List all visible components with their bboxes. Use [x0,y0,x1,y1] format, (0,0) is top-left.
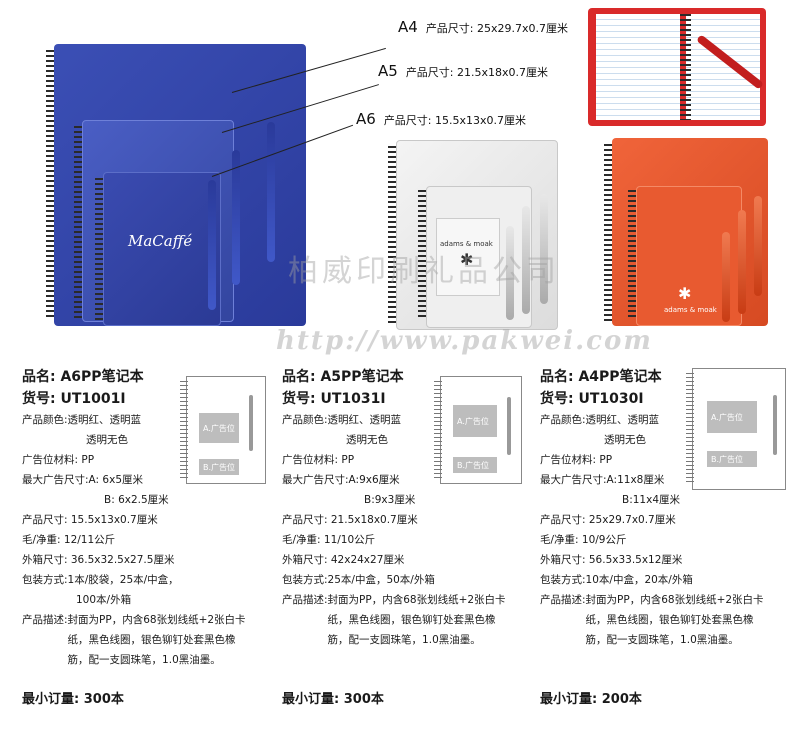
spec-color-cont: 透明无色 [86,434,128,446]
spec-carton: 外箱尺寸: 36.5x32.5x27.5厘米 [22,554,175,566]
spec-color-cont: 透明无色 [604,434,646,446]
spiral-binding [418,190,429,320]
product-name: 品名: A4PP笔记本 [540,369,662,385]
spec-carton: 外箱尺寸: 56.5x33.5x12厘米 [540,554,683,566]
pen-icon [506,226,514,320]
spec-description: 产品描述: 封面为PP，内含68张划线纸+2张白卡纸，黑色线圈，银色铆钉处套黑色… [540,594,764,646]
pen-icon [232,150,240,285]
product-card: 品名: A4PP笔记本 货号: UT1030I 产品颜色: 透明红、透明蓝 透明… [540,366,790,650]
spec-material: 广告位材料: PP [540,454,613,466]
spec-packing: 包装方式: 10本/中盒，20本/外箱 [540,574,693,586]
product-code: 货号: UT1030I [540,391,644,407]
white-a6-notebook [436,218,500,296]
pen-icon [540,194,548,304]
spec-packing: 包装方式: 25本/中盒，50本/外箱 [282,574,435,586]
spiral-binding [46,50,57,318]
star-logo-icon: ✱ [460,250,474,269]
spec-ad-size-b: B: 6x2.5厘米 [104,494,169,506]
product-code: 货号: UT1001I [22,391,126,407]
star-logo-icon: ✱ [678,284,692,303]
spec-material: 广告位材料: PP [282,454,355,466]
spec-size: 产品尺寸: 21.5x18x0.7厘米 [282,514,418,526]
notebook-diagram: A.广告位 B.广告位 [180,376,266,484]
ad-area-b: B.广告位 [199,459,239,475]
notebook-page-right [686,14,760,120]
spec-carton: 外箱尺寸: 42x24x27厘米 [282,554,405,566]
pen-icon [522,206,530,314]
pen-icon [267,122,275,262]
watermark-company: 柏威印刷礼品公司 [288,254,560,289]
ad-area-a: A.广告位 [199,413,239,443]
spec-packing-cont: 100本/外箱 [76,594,132,606]
spec-color: 产品颜色: 透明红、透明蓝 [282,414,402,426]
spiral-binding [74,126,85,318]
spec-size: 产品尺寸: 15.5x13x0.7厘米 [22,514,158,526]
product-card: 品名: A5PP笔记本 货号: UT1031I 产品颜色: 透明红、透明蓝 透明… [282,366,532,650]
macaffe-logo: MaCaffé [128,232,193,250]
spec-size: 产品尺寸: 25x29.7x0.7厘米 [540,514,676,526]
spec-ad-size: 最大广告尺寸: A: 6x5厘米 [22,474,143,486]
spec-material: 广告位材料: PP [22,454,95,466]
spiral-binding [628,190,639,320]
spec-description: 产品描述: 封面为PP，内含68张划线纸+2张白卡纸，黑色线圈，银色铆钉处套黑色… [22,614,246,666]
pen-icon [722,232,730,322]
spec-weight: 毛/净重: 11/10公斤 [282,534,376,546]
notebook-page-left [596,14,680,120]
pen-icon [738,210,746,314]
watermark-url: http://www.pakwei.com [276,326,653,356]
product-name: 品名: A5PP笔记本 [282,369,404,385]
spec-description: 产品描述: 封面为PP，内含68张划线纸+2张白卡纸，黑色线圈，银色铆钉处套黑色… [282,594,506,646]
white-logo: adams & moak [440,240,493,248]
spiral-binding [388,146,399,324]
spec-weight: 毛/净重: 12/11公斤 [22,534,116,546]
ad-area-a: A.广告位 [453,405,497,437]
pen-icon [507,397,511,455]
notebook-diagram: A.广告位 B.广告位 [686,368,786,490]
pen-icon [754,196,762,296]
spec-ad-size-b: B:11x4厘米 [622,494,680,506]
red-logo: adams & moak [664,306,717,314]
ad-area-a: A.广告位 [707,401,757,433]
spec-color: 产品颜色: 透明红、透明蓝 [540,414,660,426]
spiral-binding [680,14,691,120]
spiral-binding [604,144,615,322]
spec-packing: 包装方式: 1本/胶袋，25本/中盒， [22,574,179,586]
blue-a6-notebook [103,172,221,326]
product-name: 品名: A6PP笔记本 [22,369,144,385]
min-order: 最小订量: 300本 [282,692,384,707]
pen-icon [773,395,777,455]
notebook-diagram: A.广告位 B.广告位 [434,376,522,484]
pen-icon [208,180,216,310]
pen-icon [249,395,253,451]
spec-color: 产品颜色: 透明红、透明蓝 [22,414,142,426]
spec-ad-size: 最大广告尺寸: A:11x8厘米 [540,474,665,486]
ad-area-b: B.广告位 [453,457,497,473]
spec-ad-size: 最大广告尺寸: A:9x6厘米 [282,474,400,486]
min-order: 最小订量: 200本 [540,692,642,707]
spec-weight: 毛/净重: 10/9公斤 [540,534,627,546]
spiral-binding [95,178,106,320]
min-order: 最小订量: 300本 [22,692,124,707]
spec-ad-size-b: B:9x3厘米 [364,494,416,506]
product-code: 货号: UT1031I [282,391,386,407]
spec-color-cont: 透明无色 [346,434,388,446]
product-card: 品名: A6PP笔记本 货号: UT1001I 产品颜色: 透明红、透明蓝 透明… [22,366,272,670]
ad-area-b: B.广告位 [707,451,757,467]
